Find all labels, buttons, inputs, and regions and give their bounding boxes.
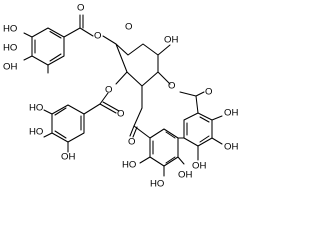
atom-labels: HO HO OH O O O OH O O HO HO OH O O O OH … <box>3 3 238 190</box>
label-ho-e: HO <box>122 160 136 171</box>
label-ho-b: HO <box>3 43 17 54</box>
label-o-ester2-link: O <box>105 85 112 96</box>
label-oh-b: OH <box>61 152 75 163</box>
label-o-lactone-carbonyl: O <box>205 87 212 98</box>
chemical-structure: HO HO OH O O O OH O O HO HO OH O O O OH … <box>3 3 238 190</box>
label-ho-f: HO <box>150 179 164 190</box>
label-oh-a: OH <box>3 62 17 73</box>
label-oh-d: OH <box>224 142 238 153</box>
label-o-ring: O <box>125 22 132 33</box>
label-ho-a: HO <box>3 24 17 35</box>
label-o-ester2-carbonyl: O <box>117 109 124 120</box>
label-oh-c: OH <box>224 108 238 119</box>
label-o-lactone2-carbonyl: O <box>128 137 135 148</box>
label-o-lactone-link: O <box>168 81 175 92</box>
label-o-ester1-link: O <box>94 31 101 42</box>
label-ho-c: HO <box>29 103 43 114</box>
label-oh-e: OH <box>192 161 206 172</box>
label-o-ester1-carbonyl: O <box>77 3 84 14</box>
bond-lines <box>23 14 223 177</box>
label-ho-d: HO <box>29 127 43 138</box>
label-oh-anomeric: OH <box>164 35 178 46</box>
label-oh-f: OH <box>178 170 192 181</box>
